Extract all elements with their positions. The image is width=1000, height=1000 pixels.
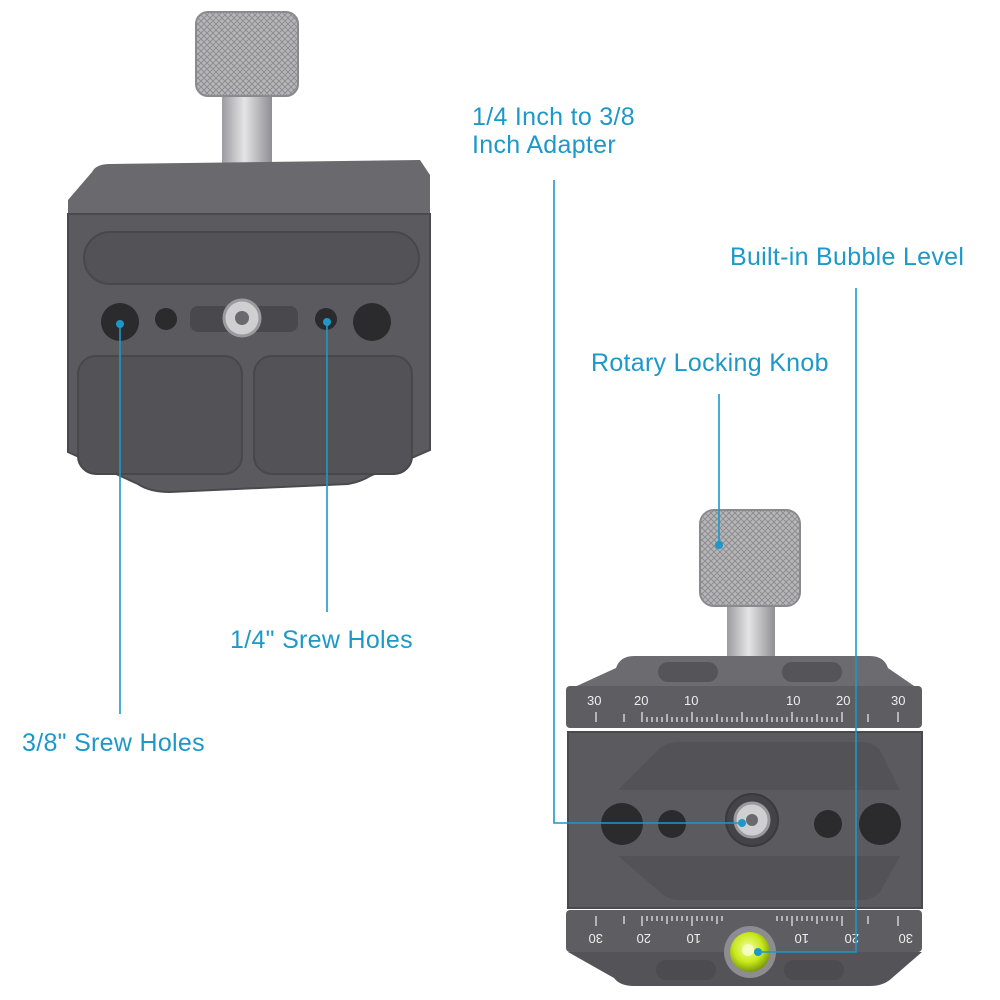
scale-number: 30 <box>891 693 905 708</box>
callout-dot <box>754 948 762 956</box>
quarter-holes-label: 1/4" Srew Holes <box>230 626 413 654</box>
adapter-bore <box>235 311 249 325</box>
plate-top-bevel <box>68 160 430 222</box>
adapter-label-line2: Inch Adapter <box>472 131 616 159</box>
callout-dot <box>715 541 723 549</box>
three-eighth-hole <box>353 303 391 341</box>
scale-number: 10 <box>786 693 800 708</box>
bottom-clamp <box>566 509 923 986</box>
adapter-label-line1: 1/4 Inch to 3/8 <box>472 103 635 131</box>
scale-number: 30 <box>587 693 601 708</box>
knurled-knob <box>699 509 801 607</box>
callout-line-bubble <box>758 288 857 953</box>
plate-pocket-left <box>77 355 243 475</box>
rotary-knob-label: Rotary Locking Knob <box>591 349 829 377</box>
scale-number: 20 <box>845 931 859 946</box>
three-eighth-holes-label: 3/8" Srew Holes <box>22 729 205 757</box>
three-eighth-hole <box>859 803 901 845</box>
scale-number: 10 <box>684 693 698 708</box>
scale-number: 10 <box>687 931 701 946</box>
quarter-hole <box>155 308 177 330</box>
adapter-label: 1/4 Inch to 3/8 Inch Adapter <box>472 103 635 159</box>
three-eighth-hole <box>601 803 643 845</box>
top-oval-left <box>658 662 718 682</box>
adapter-bore <box>746 814 758 826</box>
scale-number: 10 <box>795 931 809 946</box>
callout-line-adapter <box>553 180 742 824</box>
callout-dot <box>323 318 331 326</box>
bottom-scale-numbers: 30 20 10 10 20 30 <box>589 931 913 946</box>
quarter-hole <box>658 810 686 838</box>
scale-number: 30 <box>589 931 603 946</box>
scale-number: 20 <box>634 693 648 708</box>
body-recess <box>618 742 900 790</box>
bubble-level-label: Built-in Bubble Level <box>730 243 965 271</box>
bottom-oval-left <box>656 960 716 980</box>
plate-pocket-right <box>253 355 413 475</box>
scale-number: 20 <box>637 931 651 946</box>
scale-number: 20 <box>836 693 850 708</box>
body-recess-lower <box>618 856 900 900</box>
callout-dot <box>116 320 124 328</box>
top-scale-bar <box>566 686 922 728</box>
bubble <box>742 944 754 956</box>
callout-dot <box>738 819 746 827</box>
plate-slot <box>83 231 420 285</box>
quarter-hole <box>814 810 842 838</box>
callout-dots <box>116 318 762 956</box>
top-oval-right <box>782 662 842 682</box>
callout-lines <box>119 180 857 953</box>
knurled-knob <box>195 11 299 97</box>
plate-top-bevel <box>568 656 920 690</box>
top-scale-numbers: 30 20 10 10 20 30 <box>587 693 905 708</box>
knob-shaft <box>222 88 272 166</box>
bottom-oval-right <box>784 960 844 980</box>
top-ruler-ticks <box>595 712 899 722</box>
bottom-ruler-ticks <box>595 916 899 926</box>
scale-number: 30 <box>899 931 913 946</box>
top-clamp <box>67 11 431 494</box>
